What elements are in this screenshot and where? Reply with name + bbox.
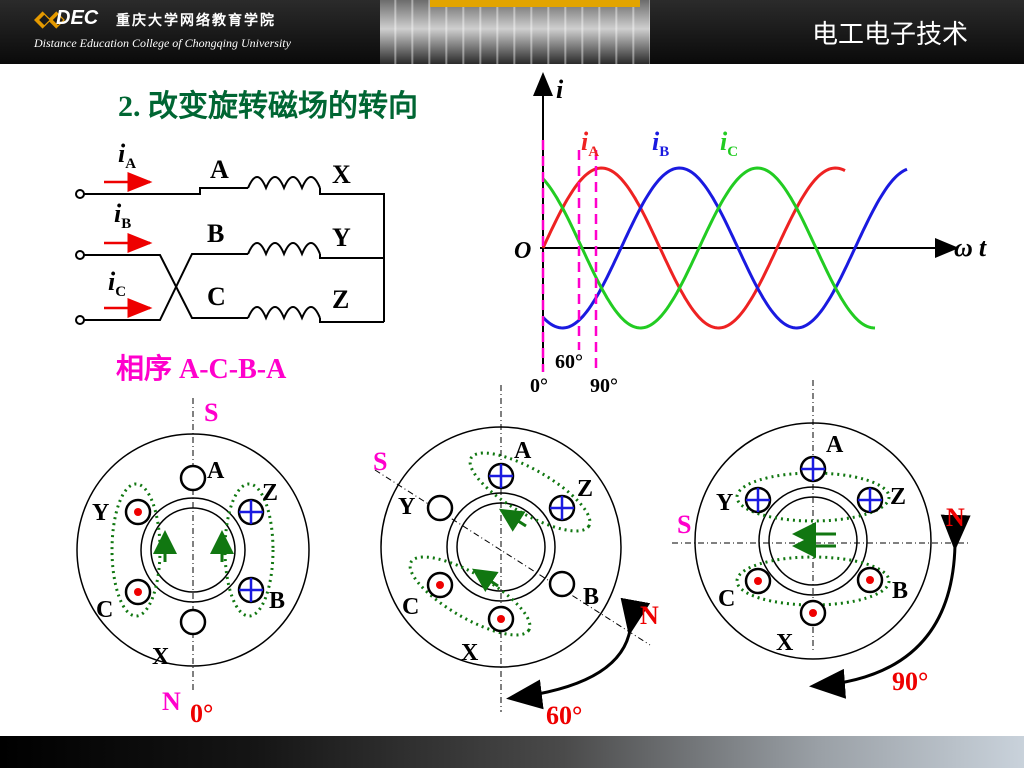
stator0-label-x: X	[152, 644, 170, 670]
stator1-pole-s: S	[373, 447, 387, 476]
course-title: 电工电子技术	[811, 20, 968, 50]
footer-bar	[0, 736, 1024, 768]
rotation-arc-60	[506, 597, 651, 710]
field-axis	[374, 469, 651, 646]
coil-cz	[247, 306, 321, 321]
stator2-label-c: C	[718, 586, 735, 612]
logo-text: DEC	[56, 7, 99, 29]
slot-x	[179, 608, 207, 636]
winding-start-b: B	[207, 219, 224, 248]
coil-by	[247, 242, 321, 257]
stator2-angle: 90°	[892, 667, 928, 696]
stator2-label-y: Y	[716, 490, 733, 516]
stator-90deg	[672, 380, 971, 699]
dec-logo-icon	[34, 11, 65, 29]
wave-ic	[541, 166, 876, 330]
wave-ia	[541, 166, 846, 330]
stator-0deg	[76, 398, 310, 690]
flux-loop-upper	[735, 471, 891, 523]
slot-y	[426, 494, 454, 522]
stator1-angle: 60°	[546, 701, 582, 730]
wave-ib	[541, 166, 908, 330]
slide-title: 2. 改变旋转磁场的转向	[118, 89, 418, 123]
college-name-en: Distance Education College of Chongqing …	[34, 36, 291, 50]
header-banner-accent	[430, 0, 640, 7]
winding-end-z: Z	[332, 285, 349, 314]
stator0-pole-n: N	[162, 687, 181, 716]
mark-label-60: 60°	[555, 351, 583, 373]
stator2-label-z: Z	[890, 484, 906, 510]
terminal-c	[75, 315, 85, 325]
current-label-b: iB	[114, 199, 131, 232]
winding-start-c: C	[207, 282, 226, 311]
stator1-label-x: X	[461, 640, 479, 666]
stator1-pole-n: N	[640, 601, 659, 630]
flux-arrow-upper	[498, 508, 527, 532]
flux-loop-upper	[468, 451, 592, 533]
winding-end-y: Y	[332, 223, 351, 252]
series-label-ic: iC	[720, 127, 738, 160]
flux-loop-right	[223, 482, 275, 618]
flux-loop-lower	[408, 555, 532, 637]
stator0-label-z: Z	[262, 480, 278, 506]
origin-label: O	[514, 238, 531, 264]
terminal-a	[75, 189, 85, 199]
current-label-c: iC	[108, 267, 126, 300]
stator1-label-c: C	[402, 594, 419, 620]
stator2-pole-n: N	[946, 503, 965, 532]
three-phase-winding-circuit	[75, 176, 385, 325]
header-bar: DEC 重庆大学网络教育学院 Distance Education Colleg…	[0, 0, 1024, 64]
current-label-a: iA	[118, 139, 136, 172]
stator-60deg	[374, 385, 651, 712]
winding-start-a: A	[210, 155, 229, 184]
coil-ax	[247, 176, 321, 191]
stator0-label-b: B	[269, 588, 285, 614]
stator2-label-b: B	[892, 578, 908, 604]
stator0-pole-s: S	[204, 398, 218, 427]
stator0-label-a: A	[207, 458, 225, 484]
mark-label-0: 0°	[530, 375, 548, 397]
rotation-arc-90	[809, 514, 971, 699]
header-banner-image	[380, 0, 650, 64]
waveform-plot	[533, 72, 959, 372]
stator2-label-x: X	[776, 630, 794, 656]
slot-b	[548, 570, 576, 598]
winding-end-x: X	[332, 160, 351, 189]
terminal-b	[75, 250, 85, 260]
stator1-label-y: Y	[398, 494, 415, 520]
slide-canvas: 2. 改变旋转磁场的转向 iA iB iC A B C X Y Z 相序 A-C…	[75, 72, 987, 730]
flux-arrow-lower	[472, 568, 499, 592]
stator1-label-b: B	[583, 584, 599, 610]
mark-label-90: 90°	[590, 375, 618, 397]
stator0-label-y: Y	[92, 500, 109, 526]
stator2-label-a: A	[826, 432, 844, 458]
college-name-cn: 重庆大学网络教育学院	[116, 13, 276, 29]
slot-a	[179, 464, 207, 492]
stator1-label-z: Z	[577, 476, 593, 502]
series-label-ib: iB	[652, 127, 669, 160]
stator0-angle: 0°	[190, 699, 213, 728]
y-axis-label: i	[556, 75, 564, 104]
stator2-pole-s: S	[677, 510, 691, 539]
series-label-ia: iA	[581, 127, 599, 160]
stator1-label-a: A	[514, 438, 532, 464]
phase-sequence-label: 相序 A-C-B-A	[116, 352, 287, 385]
stator0-label-c: C	[96, 597, 113, 623]
